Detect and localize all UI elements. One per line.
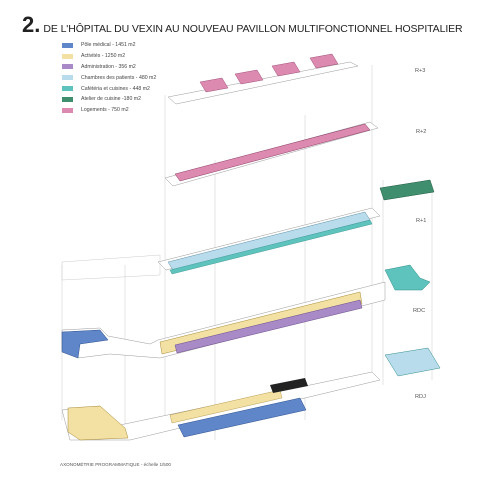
legend-label: Pôle médical - 1451 m2 <box>81 42 136 49</box>
legend-item: Chambres des patients - 480 m2 <box>62 72 156 83</box>
legend-swatch <box>62 86 73 92</box>
legend-swatch <box>62 64 73 70</box>
legend-item: Administration - 356 m2 <box>62 62 156 73</box>
title-text: DE L'HÔPITAL DU VEXIN AU NOUVEAU PAVILLO… <box>43 23 463 35</box>
legend-item: Cafétéria et cuisines - 448 m2 <box>62 83 156 94</box>
legend-swatch <box>62 96 73 102</box>
legend-label: Chambres des patients - 480 m2 <box>81 74 157 81</box>
legend-item: Pôle médical - 1451 m2 <box>62 40 156 51</box>
legend-swatch <box>62 107 73 113</box>
legend-label: Activités - 1250 m2 <box>81 53 126 60</box>
legend-swatch <box>62 53 73 59</box>
level-r3 <box>167 53 359 105</box>
level-label: RDC <box>413 308 426 314</box>
level-rdc <box>61 281 441 377</box>
level-r2 <box>164 121 435 201</box>
level-r1 <box>61 207 431 291</box>
legend-item: Atelier de cuisine -180 m2 <box>62 94 156 105</box>
level-label: R+2 <box>416 129 427 135</box>
legend-label: Logements - 750 m2 <box>81 107 129 114</box>
level-label: RDJ <box>415 394 426 400</box>
legend-swatch <box>62 42 73 48</box>
legend-label: Atelier de cuisine -180 m2 <box>81 96 141 103</box>
legend-item: Activités - 1250 m2 <box>62 51 156 62</box>
legend-label: Cafétéria et cuisines - 448 m2 <box>81 85 150 92</box>
level-label: R+1 <box>416 218 427 224</box>
legend: Pôle médical - 1451 m2 Activités - 1250 … <box>62 40 156 116</box>
level-label: R+3 <box>415 68 426 74</box>
title-number: 2. <box>22 12 41 37</box>
page-title: 2. DE L'HÔPITAL DU VEXIN AU NOUVEAU PAVI… <box>22 14 463 36</box>
legend-label: Administration - 356 m2 <box>81 63 136 70</box>
legend-item: Logements - 750 m2 <box>62 105 156 116</box>
level-rdj <box>61 371 381 441</box>
caption: AXONOMÉTRIE PROGRAMMATIQUE - échelle 1/5… <box>60 462 171 467</box>
legend-swatch <box>62 75 73 81</box>
